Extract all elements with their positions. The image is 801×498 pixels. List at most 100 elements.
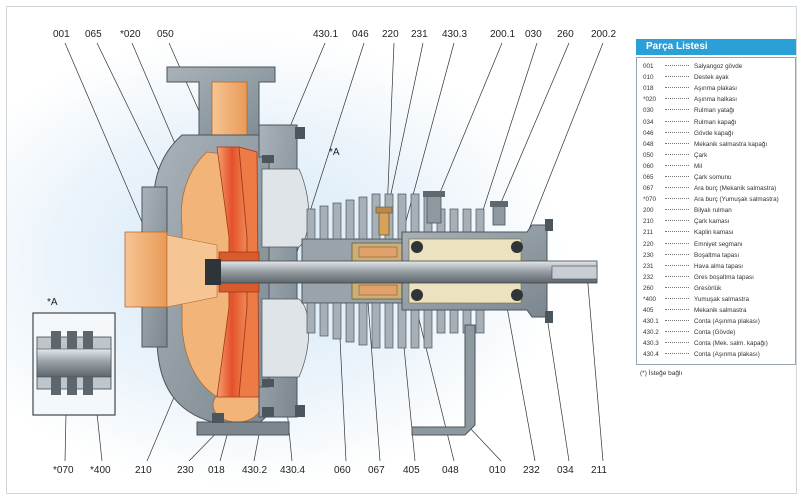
- leader-dots: [665, 198, 689, 200]
- cooling-fin: [371, 302, 381, 349]
- part-description: Aşınma halkası: [694, 96, 738, 104]
- leader-dots: [665, 331, 689, 333]
- leader-dots: [665, 209, 689, 211]
- leader-dots: [665, 264, 689, 266]
- leader-line: [414, 302, 455, 462]
- callout-top: 231: [411, 29, 428, 40]
- leader-dots: [665, 164, 689, 166]
- callout-top: 260: [557, 29, 574, 40]
- cooling-fin: [332, 202, 342, 240]
- shaft: [205, 259, 598, 285]
- part-description: Çark somunu: [694, 173, 732, 181]
- leader-line: [366, 288, 381, 462]
- parts-list-row: 430.1 Conta (Aşınma plakası): [643, 316, 791, 327]
- leader-dots: [665, 342, 689, 344]
- part-code: 430.3: [643, 340, 659, 348]
- part-code: 231: [643, 262, 654, 270]
- part-code: 034: [643, 118, 654, 126]
- callout-bottom: 048: [442, 465, 459, 476]
- callout-bottom: 067: [368, 465, 385, 476]
- part-description: Conta (Aşınma plakası): [694, 318, 760, 326]
- part-description: Ara burç (Mekanik salmastra): [694, 185, 777, 193]
- part-code: *400: [643, 296, 656, 304]
- part-description: Bilyalı rulman: [694, 207, 732, 215]
- part-description: Mil: [694, 162, 703, 170]
- parts-list-row: 260 Gresörlük: [643, 283, 791, 294]
- part-code: 230: [643, 251, 654, 259]
- leader-dots: [665, 142, 689, 144]
- part-description: Destek ayak: [694, 74, 729, 82]
- callout-bottom: 232: [523, 465, 540, 476]
- callout-bottom: 405: [403, 465, 420, 476]
- cooling-fin: [345, 199, 355, 240]
- leader-dots: [665, 231, 689, 233]
- callout-bottom: 430.4: [280, 465, 306, 476]
- part-description: Conta (Mek. salm. kapağı): [694, 340, 768, 348]
- callout-top: 430.1: [313, 29, 339, 40]
- callout-top: *020: [120, 29, 141, 40]
- part-code: 048: [643, 140, 654, 148]
- leader-dots: [665, 275, 689, 277]
- part-description: Mekanik salmastra: [694, 307, 747, 315]
- leader-line: [521, 42, 604, 248]
- cooling-fin: [306, 302, 316, 334]
- callout-bottom: *400: [90, 465, 111, 476]
- part-description: Aşınma plakası: [694, 85, 738, 93]
- part-code: 050: [643, 151, 654, 159]
- part-code: 046: [643, 129, 654, 137]
- part-description: Rulman yatağı: [694, 107, 735, 115]
- leader-dots: [665, 298, 689, 300]
- leader-dots: [665, 253, 689, 255]
- part-code: 430.1: [643, 318, 659, 326]
- cooling-fin: [358, 302, 368, 346]
- callout-top: 220: [382, 29, 399, 40]
- cooling-fin: [345, 302, 355, 343]
- parts-list-row: 065 Çark somunu: [643, 172, 791, 183]
- callout-top: 046: [352, 29, 369, 40]
- parts-list-row: 046 Gövde kapağı: [643, 128, 791, 139]
- leader-line: [496, 42, 570, 213]
- leader-dots: [665, 286, 689, 288]
- part-description: Salyangoz gövde: [694, 63, 743, 71]
- cooling-fin: [332, 302, 342, 340]
- leader-line: [546, 316, 570, 462]
- leader-dots: [665, 131, 689, 133]
- parts-list-title: Parça Listesi: [636, 39, 796, 55]
- part-code: 060: [643, 162, 654, 170]
- part-code: 200: [643, 207, 654, 215]
- part-description: Gövde kapağı: [694, 129, 734, 137]
- part-description: Gresörlük: [694, 284, 722, 292]
- leader-dots: [665, 242, 689, 244]
- part-description: Conta (Gövde): [694, 329, 736, 337]
- part-description: Rulman kapağı: [694, 118, 737, 126]
- parts-list-row: 430.3 Conta (Mek. salm. kapağı): [643, 338, 791, 349]
- leader-dots: [665, 120, 689, 122]
- part-code: 211: [643, 229, 654, 237]
- support-foot: [411, 324, 476, 436]
- parts-list-row: 034 Rulman kapağı: [643, 116, 791, 127]
- leader-dots: [665, 175, 689, 177]
- cooling-fin: [384, 302, 394, 349]
- part-code: 260: [643, 284, 654, 292]
- callout-bottom: *070: [53, 465, 74, 476]
- parts-list-row: 060 Mil: [643, 161, 791, 172]
- part-code: 065: [643, 173, 654, 181]
- part-code: *020: [643, 96, 656, 104]
- callout-top: 030: [525, 29, 542, 40]
- callout-bottom: 018: [208, 465, 225, 476]
- part-description: Yumuşak salmastra: [694, 296, 749, 304]
- part-code: 220: [643, 240, 654, 248]
- callout-bottom: 211: [591, 465, 607, 476]
